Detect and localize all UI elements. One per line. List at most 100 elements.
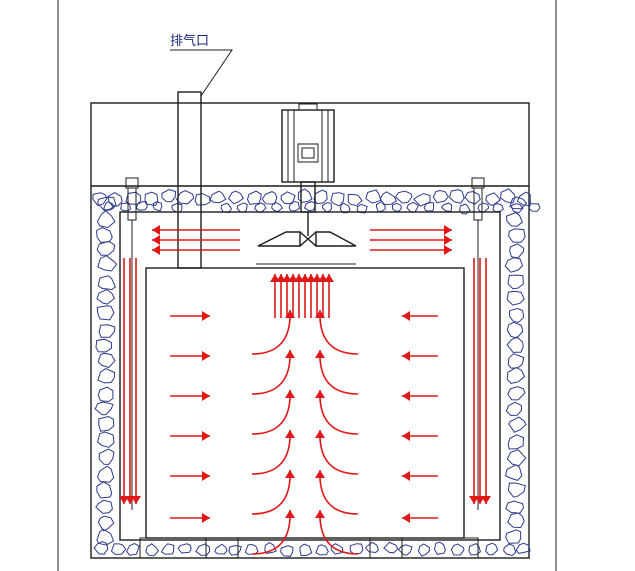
airflow-arrowhead — [402, 351, 410, 361]
insulation-stone — [126, 543, 140, 556]
airflow-arrowhead — [315, 430, 325, 438]
insulation-stone — [93, 541, 109, 555]
airflow-arrowhead — [202, 351, 210, 361]
insulation-stone — [96, 481, 113, 499]
insulation-stone — [375, 200, 386, 213]
insulation-stone — [254, 202, 267, 214]
airflow-curved-arrow — [251, 469, 291, 515]
insulation-stone — [516, 191, 531, 207]
insulation-stone — [264, 542, 277, 554]
insulation-stone — [464, 190, 481, 205]
insulation-stone — [417, 543, 430, 557]
insulation-stone — [397, 544, 413, 556]
insulation-stone — [507, 434, 525, 450]
insulation-stone — [509, 196, 528, 210]
inner-chamber-wall — [119, 211, 501, 541]
airflow-arrowhead — [202, 431, 210, 441]
airflow-arrowhead — [202, 311, 210, 321]
insulation-stone — [120, 202, 132, 212]
insulation-stone — [152, 201, 163, 212]
insulation-stone — [209, 190, 227, 204]
insulation-stone — [507, 353, 525, 369]
airflow-arrowhead — [285, 470, 295, 478]
insulation-stone — [195, 543, 211, 556]
insulation-stone — [413, 193, 431, 207]
insulation-stone — [236, 202, 248, 213]
insulation-stone — [96, 210, 116, 229]
insulation-stone — [97, 352, 116, 369]
insulation-stone — [485, 192, 502, 206]
insulation-stone — [96, 288, 116, 305]
insulation-stone — [505, 464, 523, 481]
bottom-opening-left — [139, 537, 207, 559]
airflow-curved-arrow — [319, 469, 359, 515]
exhaust-chimney — [177, 91, 202, 269]
insulation-stone — [508, 228, 526, 243]
insulation-stone — [485, 542, 499, 556]
insulation-stone — [449, 189, 465, 204]
airflow-arrowhead — [315, 470, 325, 478]
airflow-arrowhead — [315, 390, 325, 398]
insulation-stone — [96, 528, 115, 546]
insulation-stone — [330, 192, 345, 207]
insulation-stone — [433, 541, 446, 555]
airflow-arrowhead — [285, 390, 295, 398]
insulation-stone — [261, 191, 278, 205]
bottom-opening-right — [401, 537, 479, 559]
airflow-curved-arrow — [251, 309, 291, 355]
airflow-arrowhead — [402, 391, 410, 401]
insulation-stone — [97, 196, 117, 211]
exhaust-port-label: 排气口 — [170, 33, 209, 49]
insulation-stone — [504, 257, 524, 273]
airflow-arrowhead — [402, 513, 410, 523]
insulation-stone — [506, 336, 524, 353]
airflow-arrowhead — [202, 391, 210, 401]
airflow-arrowhead — [285, 510, 295, 518]
insulation-stone — [97, 515, 115, 532]
airflow-arrowhead — [481, 496, 491, 504]
insulation-stone — [246, 190, 262, 205]
airflow-arrowhead — [402, 431, 410, 441]
insulation-stone — [280, 545, 294, 557]
insulation-stone — [313, 189, 328, 205]
airflow-curved-arrow — [319, 509, 359, 555]
insulation-stone — [509, 307, 525, 324]
insulation-stone — [509, 243, 525, 259]
airflow-arrowhead — [285, 430, 295, 438]
insulation-stone — [349, 543, 364, 555]
insulation-stone — [506, 321, 524, 339]
airflow-arrowhead — [402, 471, 410, 481]
insulation-stone — [383, 541, 399, 554]
insulation-stone — [365, 189, 382, 204]
airflow-arrowhead — [152, 225, 160, 235]
insulation-stone — [379, 191, 398, 206]
insulation-stone — [500, 188, 516, 204]
insulation-stone — [103, 201, 115, 212]
insulation-stone — [303, 201, 316, 212]
oven-housing — [90, 102, 530, 559]
insulation-stone — [450, 543, 465, 556]
insulation-stone — [507, 274, 524, 290]
support-left — [125, 177, 139, 510]
airflow-arrows — [119, 225, 491, 555]
insulation-stone — [177, 543, 192, 554]
insulation-stone — [459, 203, 471, 215]
insulation-stone — [364, 541, 379, 554]
airflow-arrowhead — [315, 310, 325, 318]
insulation-stone — [508, 416, 527, 433]
airflow-curved-arrow — [319, 389, 359, 435]
insulation-stone — [175, 190, 195, 205]
airflow-arrowhead — [202, 471, 210, 481]
insulation-stone — [96, 465, 115, 483]
insulation-stone — [96, 240, 116, 256]
insulation-stone — [423, 202, 435, 212]
insulation-stone — [506, 366, 526, 384]
insulation-stone — [392, 202, 402, 212]
airflow-curved-arrow — [319, 429, 359, 475]
insulation-stone — [288, 201, 300, 212]
airflow-arrowhead — [202, 513, 210, 523]
insulation-stone — [161, 188, 177, 203]
insulation-stone — [228, 544, 242, 556]
insulation-stone — [97, 386, 114, 403]
insulation-stone — [299, 543, 313, 557]
